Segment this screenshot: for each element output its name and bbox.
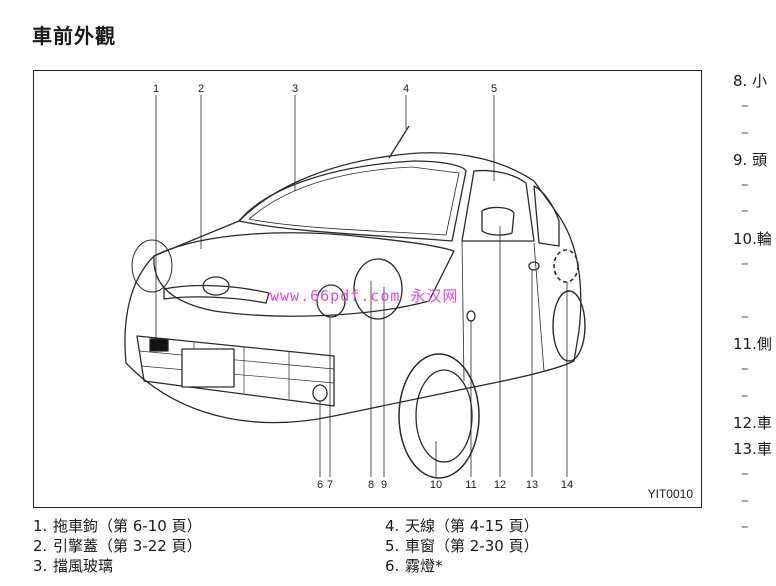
car-exterior-figure: 1 2 3 4 5 6 7 8 9 10 11 12 13 14 www.66p… bbox=[33, 70, 702, 508]
callout-14: 14 bbox=[560, 479, 574, 491]
license-plate bbox=[181, 348, 235, 388]
rear-side-window bbox=[533, 185, 560, 247]
list-item: – bbox=[741, 306, 749, 325]
list-item: 13.車 bbox=[733, 440, 772, 459]
callout-2: 2 bbox=[197, 83, 205, 95]
hood-outline bbox=[153, 232, 455, 317]
list-item: 12.車 bbox=[733, 413, 772, 432]
list-item: – bbox=[741, 201, 749, 220]
right-headlight-small bbox=[316, 284, 346, 318]
list-item: – bbox=[741, 254, 749, 273]
emblem bbox=[202, 276, 230, 296]
callout-9: 9 bbox=[380, 479, 388, 491]
list-item: 2.引擎蓋（第 3-22 頁） bbox=[33, 537, 202, 555]
list-item: – bbox=[741, 122, 749, 141]
legend-right-clipped: 8. 小 – – 9. 頭 – – 10.輪 – – 11.側 – – 12.車… bbox=[733, 70, 776, 543]
door-handle bbox=[528, 261, 540, 271]
legend-mid: 4.天線（第 4-15 頁） 5.車窗（第 2-30 頁） 6.霧燈* bbox=[385, 516, 539, 576]
front-wheel bbox=[398, 353, 480, 479]
list-item: – bbox=[741, 464, 749, 483]
figure-code: YIT0010 bbox=[647, 487, 693, 501]
fog-light bbox=[312, 384, 328, 402]
list-item: – bbox=[741, 359, 749, 378]
windshield-outline bbox=[238, 160, 467, 242]
callout-1: 1 bbox=[152, 83, 160, 95]
windshield-inner bbox=[248, 166, 460, 236]
left-headlight bbox=[131, 239, 173, 293]
callout-5: 5 bbox=[490, 83, 498, 95]
upper-grille bbox=[163, 284, 270, 304]
list-item: 6.霧燈* bbox=[385, 557, 443, 575]
callout-8: 8 bbox=[367, 479, 375, 491]
list-item: – bbox=[741, 490, 749, 509]
tow-hook-cover bbox=[149, 338, 169, 352]
list-item: 3.擋風玻璃 bbox=[33, 557, 114, 575]
list-item: 5.車窗（第 2-30 頁） bbox=[385, 537, 539, 555]
side-turn-signal bbox=[466, 310, 476, 322]
callout-4: 4 bbox=[402, 83, 410, 95]
car-illustration bbox=[124, 95, 586, 479]
list-item: 4.天線（第 4-15 頁） bbox=[385, 517, 539, 535]
right-headlight-large bbox=[353, 258, 403, 320]
watermark: www.66pdf.com 永汉网 bbox=[270, 287, 459, 305]
callout-12: 12 bbox=[493, 479, 507, 491]
legend-left: 1.拖車鉤（第 6-10 頁） 2.引擎蓋（第 3-22 頁） 3.擋風玻璃 bbox=[33, 516, 202, 576]
list-item: – bbox=[741, 96, 749, 115]
list-item: – bbox=[741, 517, 749, 536]
rear-wheel bbox=[552, 290, 586, 362]
list-item: 10.輪 bbox=[733, 229, 772, 248]
callout-10: 10 bbox=[429, 479, 443, 491]
callout-7: 7 bbox=[326, 479, 334, 491]
list-item: 8. 小 bbox=[733, 72, 768, 90]
list-item: 9. 頭 bbox=[733, 150, 768, 169]
list-item bbox=[733, 280, 776, 306]
front-side-window bbox=[461, 169, 535, 242]
callout-3: 3 bbox=[291, 83, 299, 95]
page-title: 車前外觀 bbox=[32, 24, 116, 48]
list-item: – bbox=[741, 175, 749, 194]
callout-11: 11 bbox=[465, 479, 477, 491]
fuel-lid bbox=[553, 249, 579, 283]
antenna bbox=[388, 125, 410, 159]
callout-13: 13 bbox=[525, 479, 539, 491]
side-mirror bbox=[481, 206, 515, 236]
list-item: – bbox=[741, 385, 749, 404]
list-item: 1.拖車鉤（第 6-10 頁） bbox=[33, 517, 202, 535]
callout-6: 6 bbox=[316, 479, 324, 491]
list-item: 11.側 bbox=[733, 334, 772, 353]
